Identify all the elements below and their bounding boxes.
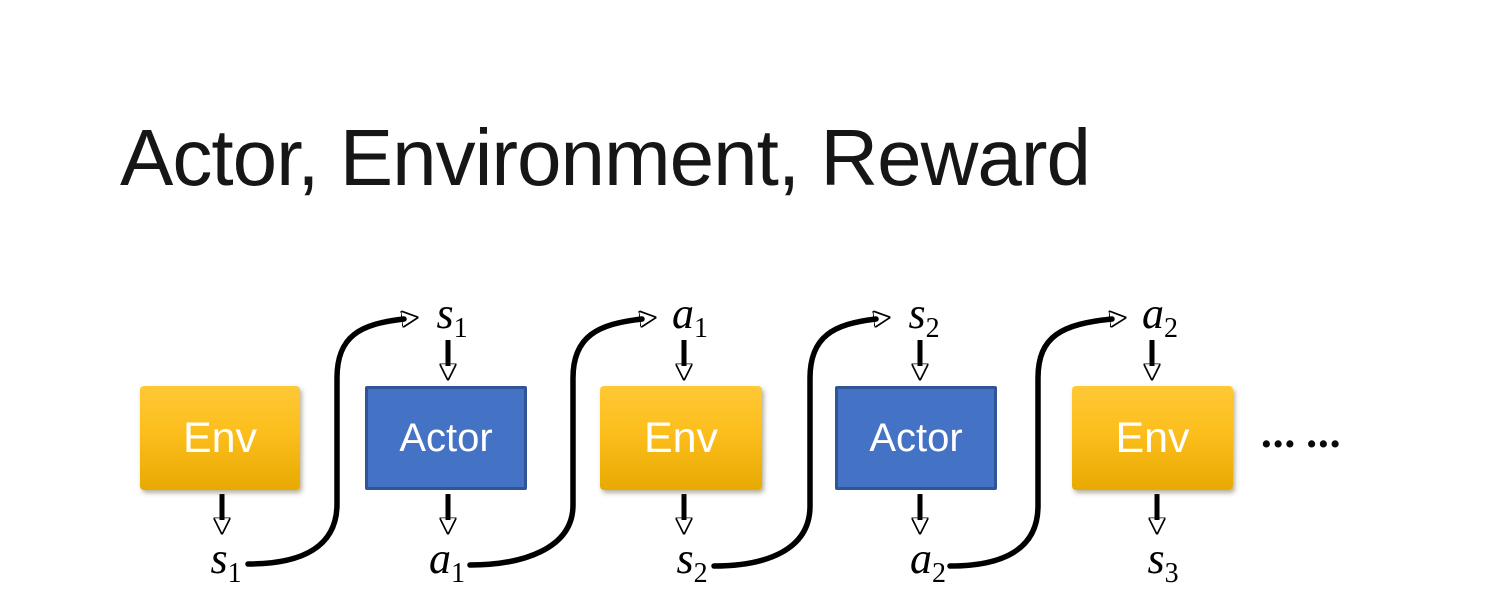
curve-a2-to-env3 [947,319,1112,569]
curve-s2-to-actor2 [711,319,876,569]
env-box-2: Env [600,386,762,490]
label-top-a2: a2 [1142,289,1178,344]
actor-box-2: Actor [835,386,997,490]
env-box-1-label: Env [182,413,258,462]
actor-box-2-label: Actor [869,415,963,460]
curve-s1-to-actor1 [245,319,404,567]
curve-a1-to-env2 [467,319,642,568]
continuation-ellipsis: ••• ••• [1262,430,1343,458]
label-bottom-s1: s1 [210,534,242,589]
label-bottom-s2: s2 [676,534,708,589]
label-bottom-a1: a1 [429,534,465,589]
actor-box-1-label: Actor [399,415,493,460]
label-top-s2: s2 [908,289,940,344]
label-top-a1: a1 [672,289,708,344]
page-title: Actor, Environment, Reward [120,113,1091,202]
label-bottom-s3: s3 [1147,534,1179,589]
env-box-3-label: Env [1115,413,1190,462]
label-top-s1: s1 [436,289,468,344]
env-box-2-label: Env [643,413,719,462]
env-box-3: Env [1072,386,1233,490]
env-box-1: Env [140,386,300,490]
actor-box-1: Actor [365,386,527,490]
label-bottom-a2: a2 [910,534,946,589]
